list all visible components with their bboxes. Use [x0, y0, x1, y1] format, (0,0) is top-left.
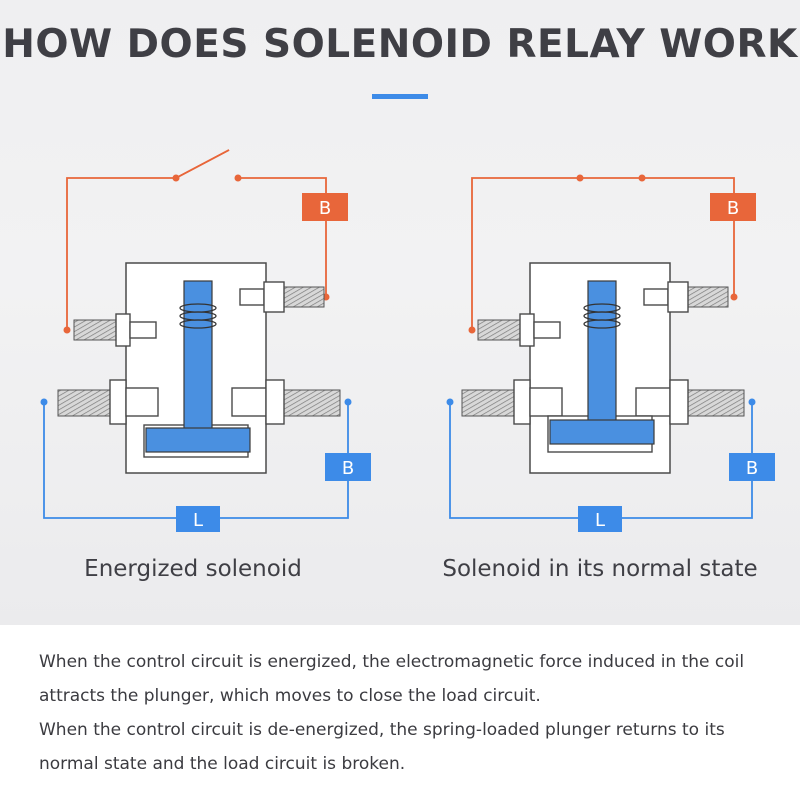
threaded-stud: [687, 286, 729, 308]
caption-energized: Energized solenoid: [84, 556, 302, 582]
threaded-stud: [477, 319, 521, 341]
terminal-dot: [40, 398, 48, 406]
terminal-block: [643, 288, 669, 306]
contact-block: [635, 387, 671, 417]
control-circuit-wire: [471, 177, 735, 330]
load-label: L: [595, 510, 605, 531]
terminal-dot: [748, 398, 756, 406]
threaded-stud: [283, 286, 325, 308]
load-label: L: [193, 510, 203, 531]
plunger-disc: [549, 419, 655, 445]
terminal-nut: [265, 379, 285, 425]
threaded-stud: [57, 389, 111, 417]
terminal-nut: [519, 313, 535, 347]
threaded-stud: [283, 389, 341, 417]
terminal-dot: [63, 326, 71, 334]
terminal-nut: [669, 379, 689, 425]
description-paragraph: When the control circuit is energized, t…: [39, 652, 745, 706]
terminal-nut: [115, 313, 131, 347]
load-battery-label-box: [729, 453, 775, 481]
description-paragraph: When the control circuit is de-energized…: [39, 720, 725, 774]
plunger-disc: [145, 427, 251, 453]
terminal-dot: [344, 398, 352, 406]
coil-spring: [583, 303, 621, 329]
switch-contact: [234, 174, 242, 182]
terminal-dot: [446, 398, 454, 406]
contact-block: [231, 387, 267, 417]
terminal-dot: [468, 326, 476, 334]
terminal-nut: [667, 281, 689, 313]
control-battery-label-box: [302, 193, 348, 221]
terminal-nut: [513, 379, 531, 425]
load-battery-label-box: [325, 453, 371, 481]
page-title: HOW DOES SOLENOID RELAY WORK: [2, 22, 798, 67]
terminal-block: [533, 321, 561, 339]
description-text: When the control circuit is energized, t…: [39, 645, 779, 781]
control-switch-open: [175, 149, 230, 179]
relay-normal: B B L: [446, 174, 775, 532]
load-battery-label: B: [342, 458, 354, 479]
load-circuit-wire: [449, 402, 753, 519]
load-circuit-wire: [43, 402, 349, 519]
relay-energized: B B L: [40, 149, 371, 532]
plunger-stem: [587, 280, 617, 422]
contact-block: [529, 387, 563, 417]
plunger-stem: [183, 280, 213, 430]
switch-contact: [576, 174, 584, 182]
terminal-block: [239, 288, 265, 306]
threaded-stud: [461, 389, 515, 417]
load-label-box: [176, 506, 220, 532]
title-accent-bar: [372, 94, 428, 99]
terminal-nut: [263, 281, 285, 313]
control-battery-label-box: [710, 193, 756, 221]
threaded-stud: [73, 319, 117, 341]
control-battery-label: B: [319, 198, 331, 219]
relay-diagrams: B B L: [40, 149, 775, 532]
coil-spring: [179, 303, 217, 329]
terminal-nut: [109, 379, 127, 425]
switch-contact: [638, 174, 646, 182]
control-battery-label: B: [727, 198, 739, 219]
load-battery-label: B: [746, 458, 758, 479]
terminal-dot: [730, 293, 738, 301]
load-label-box: [578, 506, 622, 532]
threaded-stud: [687, 389, 745, 417]
terminal-block: [129, 321, 157, 339]
contact-block: [125, 387, 159, 417]
caption-normal: Solenoid in its normal state: [442, 556, 758, 582]
